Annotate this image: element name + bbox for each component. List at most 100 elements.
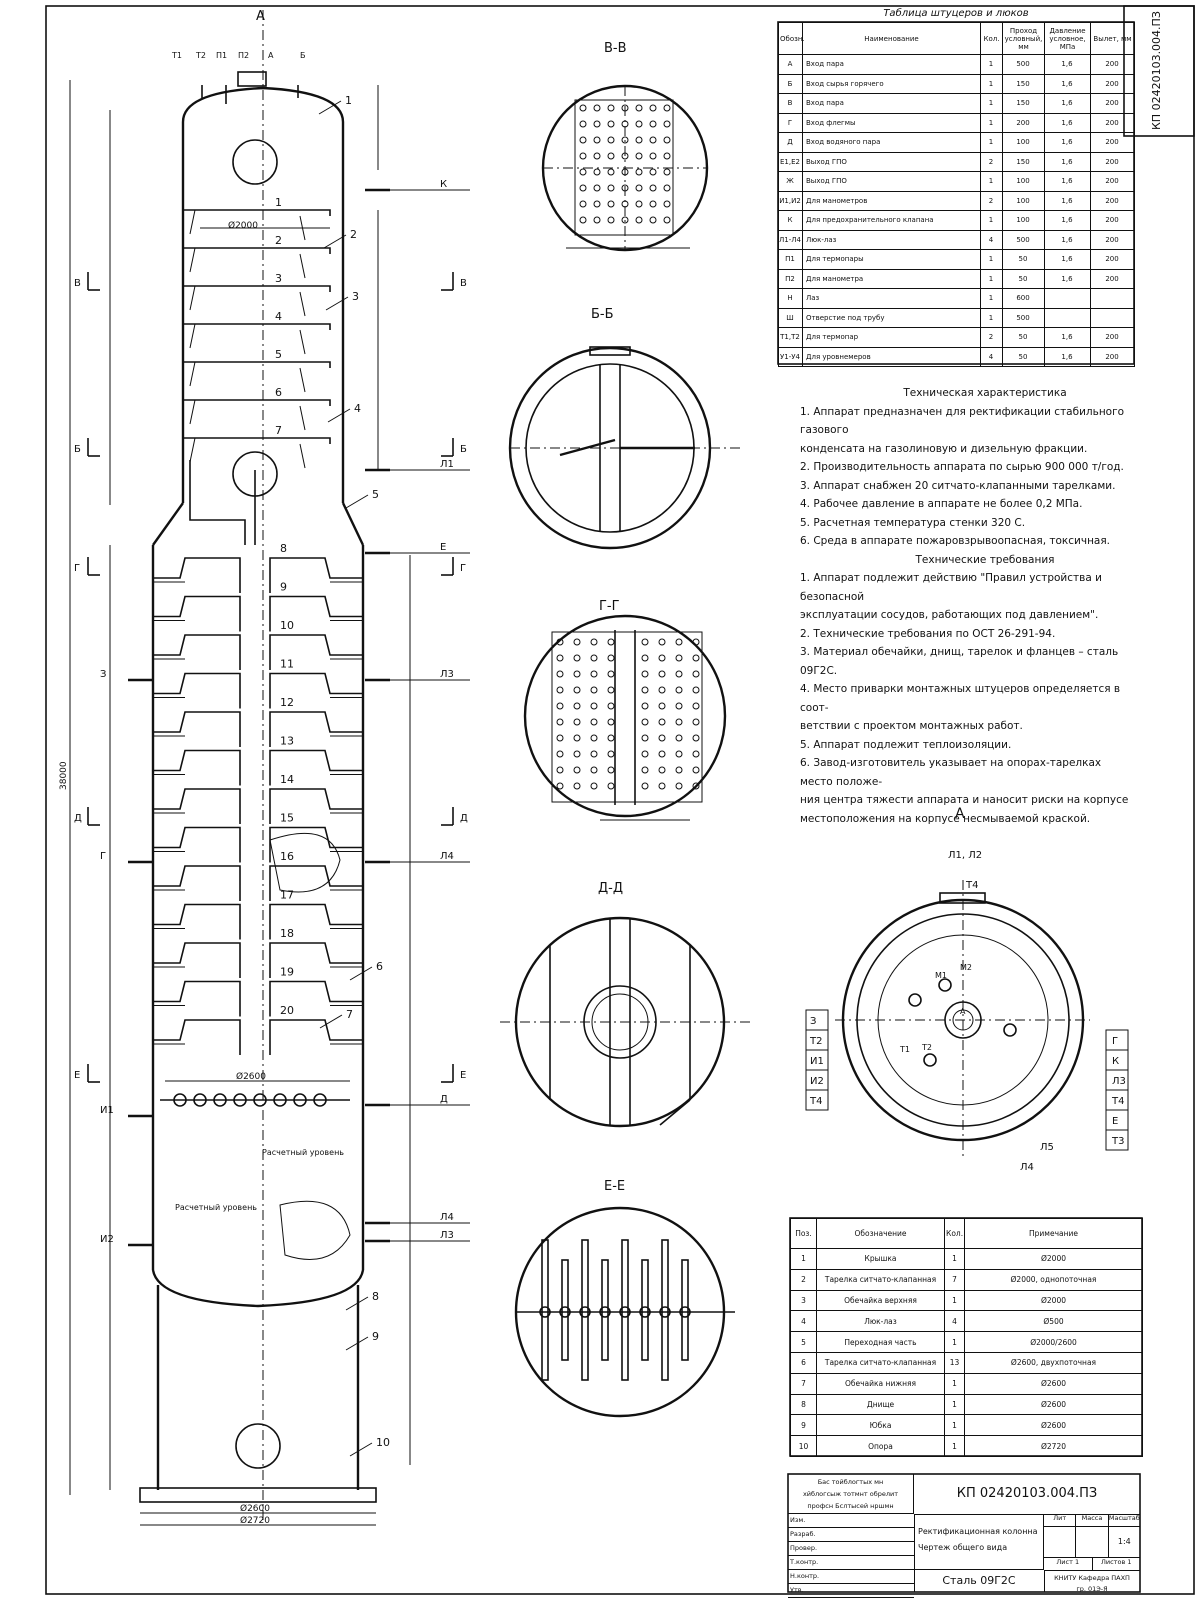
section-mark-right: Е — [460, 1070, 466, 1081]
valve-hole — [675, 734, 683, 742]
title-role: Н.контр. — [788, 1570, 914, 1584]
sieve-hole — [579, 216, 587, 224]
view-a-right-label: Е — [1112, 1116, 1118, 1127]
view-a-left-label: И1 — [810, 1056, 824, 1067]
view-a-top-label: Л1, Л2 — [948, 850, 982, 861]
sieve-hole — [649, 200, 657, 208]
view-a-inner-label: Т1 — [899, 1045, 910, 1054]
title-block-frame — [787, 1473, 1141, 1593]
sieve-hole — [607, 104, 615, 112]
view-a-bottom-label: Л5 — [1040, 1142, 1054, 1153]
sieve-hole — [663, 136, 671, 144]
bottom-head — [151, 1269, 365, 1308]
valve-hole — [573, 782, 581, 790]
top-nozzle-label: Т1 — [171, 51, 182, 60]
valve-hole — [556, 766, 564, 774]
tray-number: 10 — [280, 619, 294, 632]
sieve-hole — [621, 216, 629, 224]
tray-number: 8 — [280, 542, 287, 555]
valve-hole — [641, 766, 649, 774]
sieve-hole — [663, 200, 671, 208]
tech-requirement-line: местоположения на корпусе несмываемой кр… — [800, 812, 1091, 825]
tech-requirement-line: 2. Технические требования по ОСТ 26-291-… — [800, 627, 1056, 640]
tray-lower-right — [269, 788, 363, 824]
sieve-hole — [579, 136, 587, 144]
tray-lower-left — [153, 826, 241, 863]
section-mark-left: Е — [74, 1070, 80, 1081]
sieve-hole — [579, 200, 587, 208]
university: КНИТУ Кафедра ПАХП — [1054, 1574, 1130, 1582]
tray-upper — [183, 323, 331, 330]
valve-hole — [556, 638, 564, 646]
valve-hole — [573, 750, 581, 758]
valve-hole — [675, 654, 683, 662]
tech-requirement-line: 4. Место приварки монтажных штуцеров опр… — [800, 683, 1121, 714]
valve-hole — [573, 766, 581, 774]
tray-lower-left — [153, 1019, 241, 1055]
nozzle-table-header: Кол. — [980, 22, 1003, 55]
nozzle-table-title: Таблица штуцеров и люков — [883, 8, 1029, 19]
section-mark-right: Г — [460, 563, 466, 574]
valve-hole — [590, 702, 598, 710]
sieve-hole — [635, 136, 643, 144]
title-role: Провер. — [788, 1542, 914, 1556]
nozzle-right-label: Л4 — [440, 1212, 454, 1223]
tray-lower-right — [269, 942, 363, 978]
nozzle-right-label: Д — [440, 1094, 448, 1105]
valve-hole — [573, 686, 581, 694]
sieve-hole — [621, 152, 629, 160]
tray-upper — [183, 399, 331, 406]
sieve-hole — [621, 184, 629, 192]
view-a-left-label: З — [810, 1016, 816, 1027]
sieve-hole — [621, 136, 629, 144]
distributor-nozzle — [213, 1093, 227, 1107]
sieve-hole — [663, 152, 671, 160]
tray-lower-left — [153, 788, 241, 824]
sieve-hole — [635, 152, 643, 160]
tray-number: 19 — [280, 966, 294, 979]
valve-hole — [692, 750, 700, 758]
view-a-title: А — [955, 806, 965, 822]
valve-hole — [590, 638, 598, 646]
tray-upper — [183, 361, 331, 368]
valve-hole — [573, 638, 581, 646]
view-a — [835, 880, 1090, 1160]
valve-hole — [675, 686, 683, 694]
nozzle-right-label: К — [440, 179, 447, 190]
view-a-right-label: Г — [1112, 1036, 1118, 1047]
valve-hole — [556, 750, 564, 758]
column-elevation: 1234567891011121314151617181920123456789… — [69, 10, 470, 1526]
valve-hole — [641, 782, 649, 790]
transition-section — [152, 502, 184, 546]
sieve-hole — [649, 184, 657, 192]
tray-lower-left — [153, 749, 241, 786]
view-a-bottom-label: Л4 — [1020, 1162, 1034, 1173]
sieve-hole — [579, 104, 587, 112]
sieve-hole — [621, 200, 629, 208]
tray-upper — [183, 247, 331, 254]
title-role: Разраб. — [788, 1528, 914, 1542]
tray-number: 17 — [280, 889, 294, 902]
side-stamp-code: КП 02420103.004.ПЗ — [1150, 11, 1163, 130]
view-a-u4-label: Т4 — [965, 880, 978, 891]
valve-hole — [556, 718, 564, 726]
tray-number: 11 — [280, 658, 294, 671]
valve-hole — [607, 654, 615, 662]
scale-label: Масштаб — [1108, 1514, 1140, 1522]
drawing-name-2: Чертеж общего вида — [918, 1543, 1008, 1552]
manhole-top — [232, 139, 278, 185]
sieve-hole — [635, 184, 643, 192]
valve-hole — [607, 782, 615, 790]
sheets-count: 1 — [1127, 1558, 1132, 1566]
tech-spec-line: 4. Рабочее давление в аппарате не более … — [800, 498, 1083, 510]
nozzle-table-header: Вылет, мм — [1090, 22, 1135, 55]
valve-hole — [658, 686, 666, 694]
nozzle-table-header: Проход условный, мм — [1002, 22, 1045, 55]
diameter-base-2-label: Ø2720 — [240, 1515, 270, 1526]
